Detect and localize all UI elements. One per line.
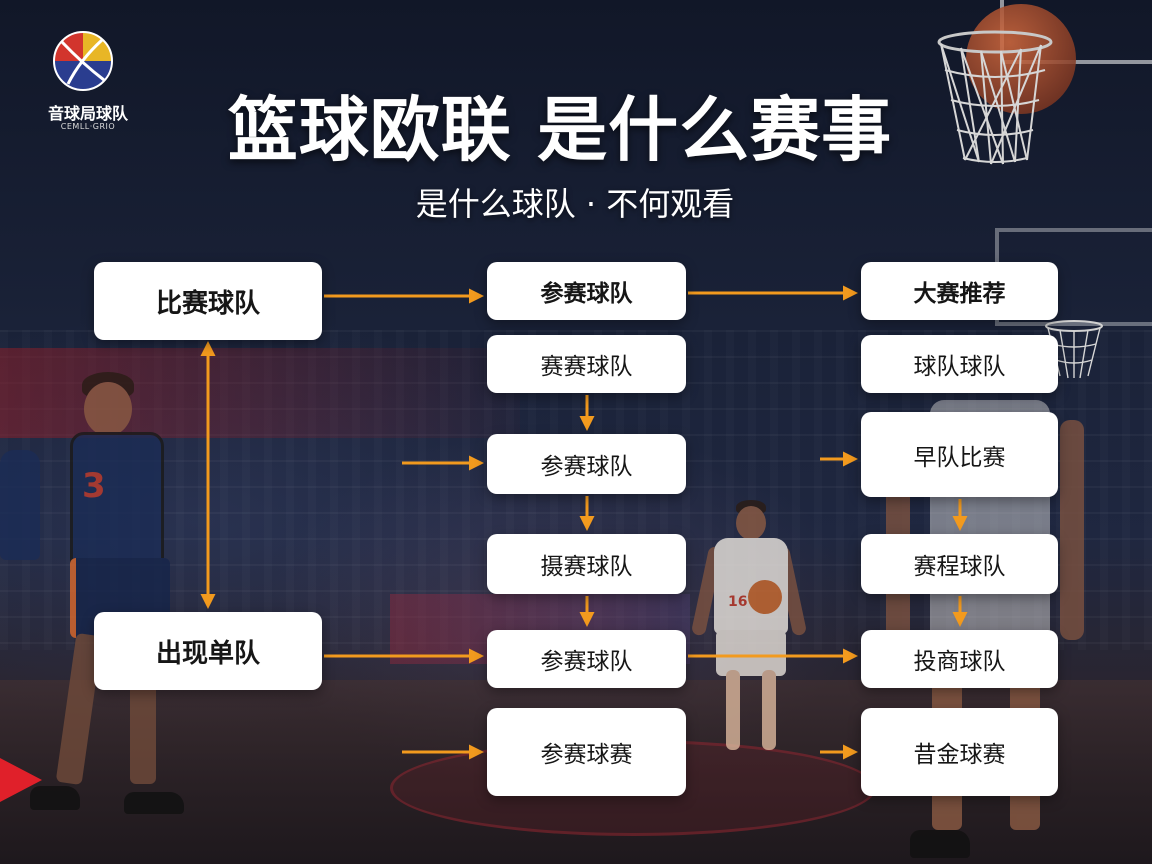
jersey-number: 3 xyxy=(82,466,106,506)
flow-node-left-1: 比赛球队 xyxy=(94,262,322,340)
flow-node-right-2: 球队球队 xyxy=(861,335,1058,393)
flow-node-left-2: 出现单队 xyxy=(94,612,322,690)
flow-node-middle-2: 赛赛球队 xyxy=(487,335,686,393)
brand-logo: 音球局球队 CEMLL·GRIO xyxy=(28,30,138,140)
flow-node-right-4: 赛程球队 xyxy=(861,534,1058,594)
flow-node-middle-3: 参赛球队 xyxy=(487,434,686,494)
flow-node-middle-4: 摄赛球队 xyxy=(487,534,686,594)
flow-node-right-5: 投商球队 xyxy=(861,630,1058,688)
flow-node-middle-5: 参赛球队 xyxy=(487,630,686,688)
hoop-net-icon xyxy=(937,30,1053,165)
player-center-figure: 16 xyxy=(690,500,808,770)
player-left-edge-figure xyxy=(0,440,50,590)
flow-node-middle-1: 参赛球队 xyxy=(487,262,686,320)
jersey-number-center: 16 xyxy=(728,594,748,610)
flow-node-right-6: 昔金球赛 xyxy=(861,708,1058,796)
page-subtitle: 是什么球队 · 不何观看 xyxy=(415,185,735,223)
flow-node-right-3: 早队比赛 xyxy=(861,412,1058,497)
basketball-logo-icon xyxy=(53,31,113,91)
page-title: 篮球欧联 是什么赛事 xyxy=(227,89,893,171)
flow-node-right-1: 大赛推荐 xyxy=(861,262,1058,320)
flow-node-middle-6: 参赛球赛 xyxy=(487,708,686,796)
brand-name: 音球局球队 xyxy=(47,104,128,123)
brand-tagline: CEMLL·GRIO xyxy=(60,122,116,131)
